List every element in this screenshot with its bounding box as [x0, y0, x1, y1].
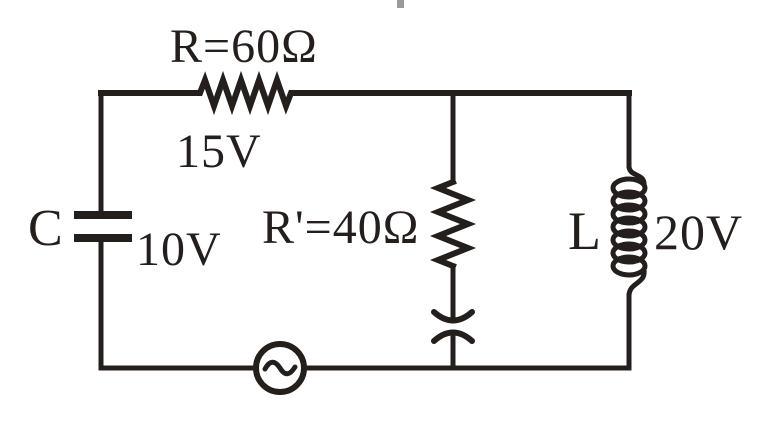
inductor-bottom-hook	[626, 269, 647, 297]
inductor-loop	[610, 176, 648, 200]
inductor-voltage-label: 20V	[654, 204, 743, 260]
inductor-loop	[610, 189, 648, 213]
wire-group	[98, 70, 632, 371]
inductor-coil-symbol	[610, 165, 648, 297]
inductor-loop	[610, 241, 648, 265]
ac-source-symbol	[253, 341, 307, 395]
capacitor-symbol	[74, 211, 132, 242]
inductor-label: L	[568, 201, 602, 261]
break-terminal-symbol	[431, 309, 475, 344]
break-arc-top	[431, 309, 475, 324]
inductor-loop	[610, 215, 648, 239]
series-resistor-label: R=60Ω	[170, 20, 318, 73]
parallel-resistor-zigzag	[429, 178, 477, 270]
parallel-resistor-label: R'=40Ω	[262, 201, 419, 254]
break-arc-bottom	[431, 329, 475, 344]
cropped-text-artifact	[397, 0, 404, 8]
capacitor-label: C	[28, 200, 64, 257]
inductor-loop	[610, 228, 648, 252]
inductor-loop	[610, 202, 648, 226]
top-wire-resistor-zigzag	[98, 70, 632, 116]
inductor-loop	[610, 254, 648, 278]
series-resistor-voltage-label: 15V	[176, 125, 262, 178]
capacitor-voltage-label: 10V	[136, 223, 222, 276]
sine-wave-icon	[262, 359, 298, 377]
